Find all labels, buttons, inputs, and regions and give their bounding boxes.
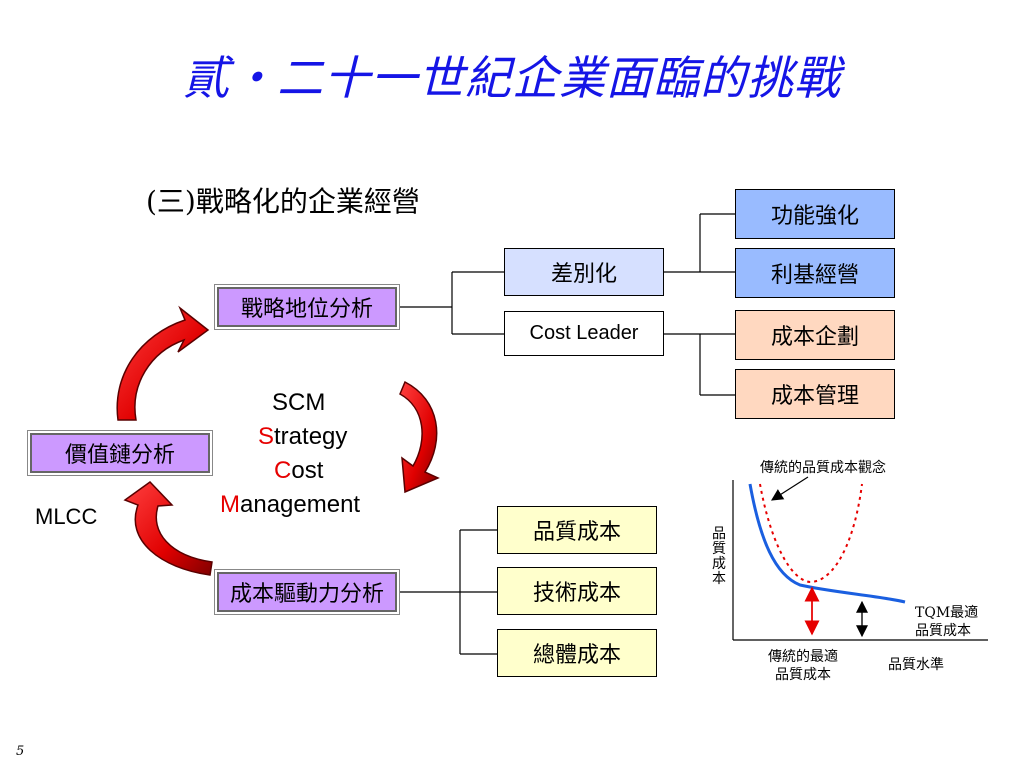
connector-differentiation [664, 213, 735, 273]
cost-driver-box: 成本驅動力分析 [217, 572, 397, 612]
traditional-concept-label: 傳統的品質成本觀念 [760, 460, 886, 476]
cost-management-box: 成本管理 [735, 369, 895, 419]
quality-cost-box: 品質成本 [497, 506, 657, 554]
total-cost-box: 總體成本 [497, 629, 657, 677]
strategic-position-box: 戰略地位分析 [217, 287, 397, 327]
traditional-optimal-label: 傳統的最適 品質成本 [768, 649, 838, 683]
tqm-optimal-label: TQM最適 品質成本 [915, 605, 979, 639]
scm-cost: Cost [274, 457, 324, 484]
quality-cost-graph [732, 476, 988, 641]
technology-cost-box: 技術成本 [497, 567, 657, 615]
page-number: 5 [16, 744, 25, 759]
value-chain-box: 價值鏈分析 [30, 433, 210, 473]
cycle-arrow-up [116, 305, 210, 421]
profit-base-box: 利基經營 [735, 248, 895, 298]
scm-label: SCM Strategy Cost Management [220, 386, 360, 522]
differentiation-box: 差別化 [504, 248, 664, 296]
x-axis-label: 品質水準 [888, 657, 944, 673]
cycle-arrow-left [123, 481, 213, 576]
connector-strategic [400, 271, 504, 335]
page-title: 貳‧二十一世紀企業面臨的挑戰 [183, 51, 841, 105]
scm-management: Management [220, 491, 361, 518]
scm-acronym: SCM [272, 389, 326, 416]
cycle-arrow-down [399, 380, 440, 494]
traditional-curve [759, 483, 863, 584]
cost-planning-box: 成本企劃 [735, 310, 895, 360]
connector-cost-driver [400, 529, 497, 655]
function-strengthen-box: 功能強化 [735, 189, 895, 239]
scm-strategy: Strategy [258, 423, 348, 450]
tqm-curve [748, 483, 906, 604]
connector-cost-leader [664, 333, 735, 396]
mlcc-label: MLCC [35, 504, 98, 529]
cost-leader-box: Cost Leader [504, 311, 664, 356]
y-axis-label: 品 質 成 本 [712, 526, 726, 587]
section-subtitle: (三)戰略化的企業經營 [146, 185, 420, 218]
